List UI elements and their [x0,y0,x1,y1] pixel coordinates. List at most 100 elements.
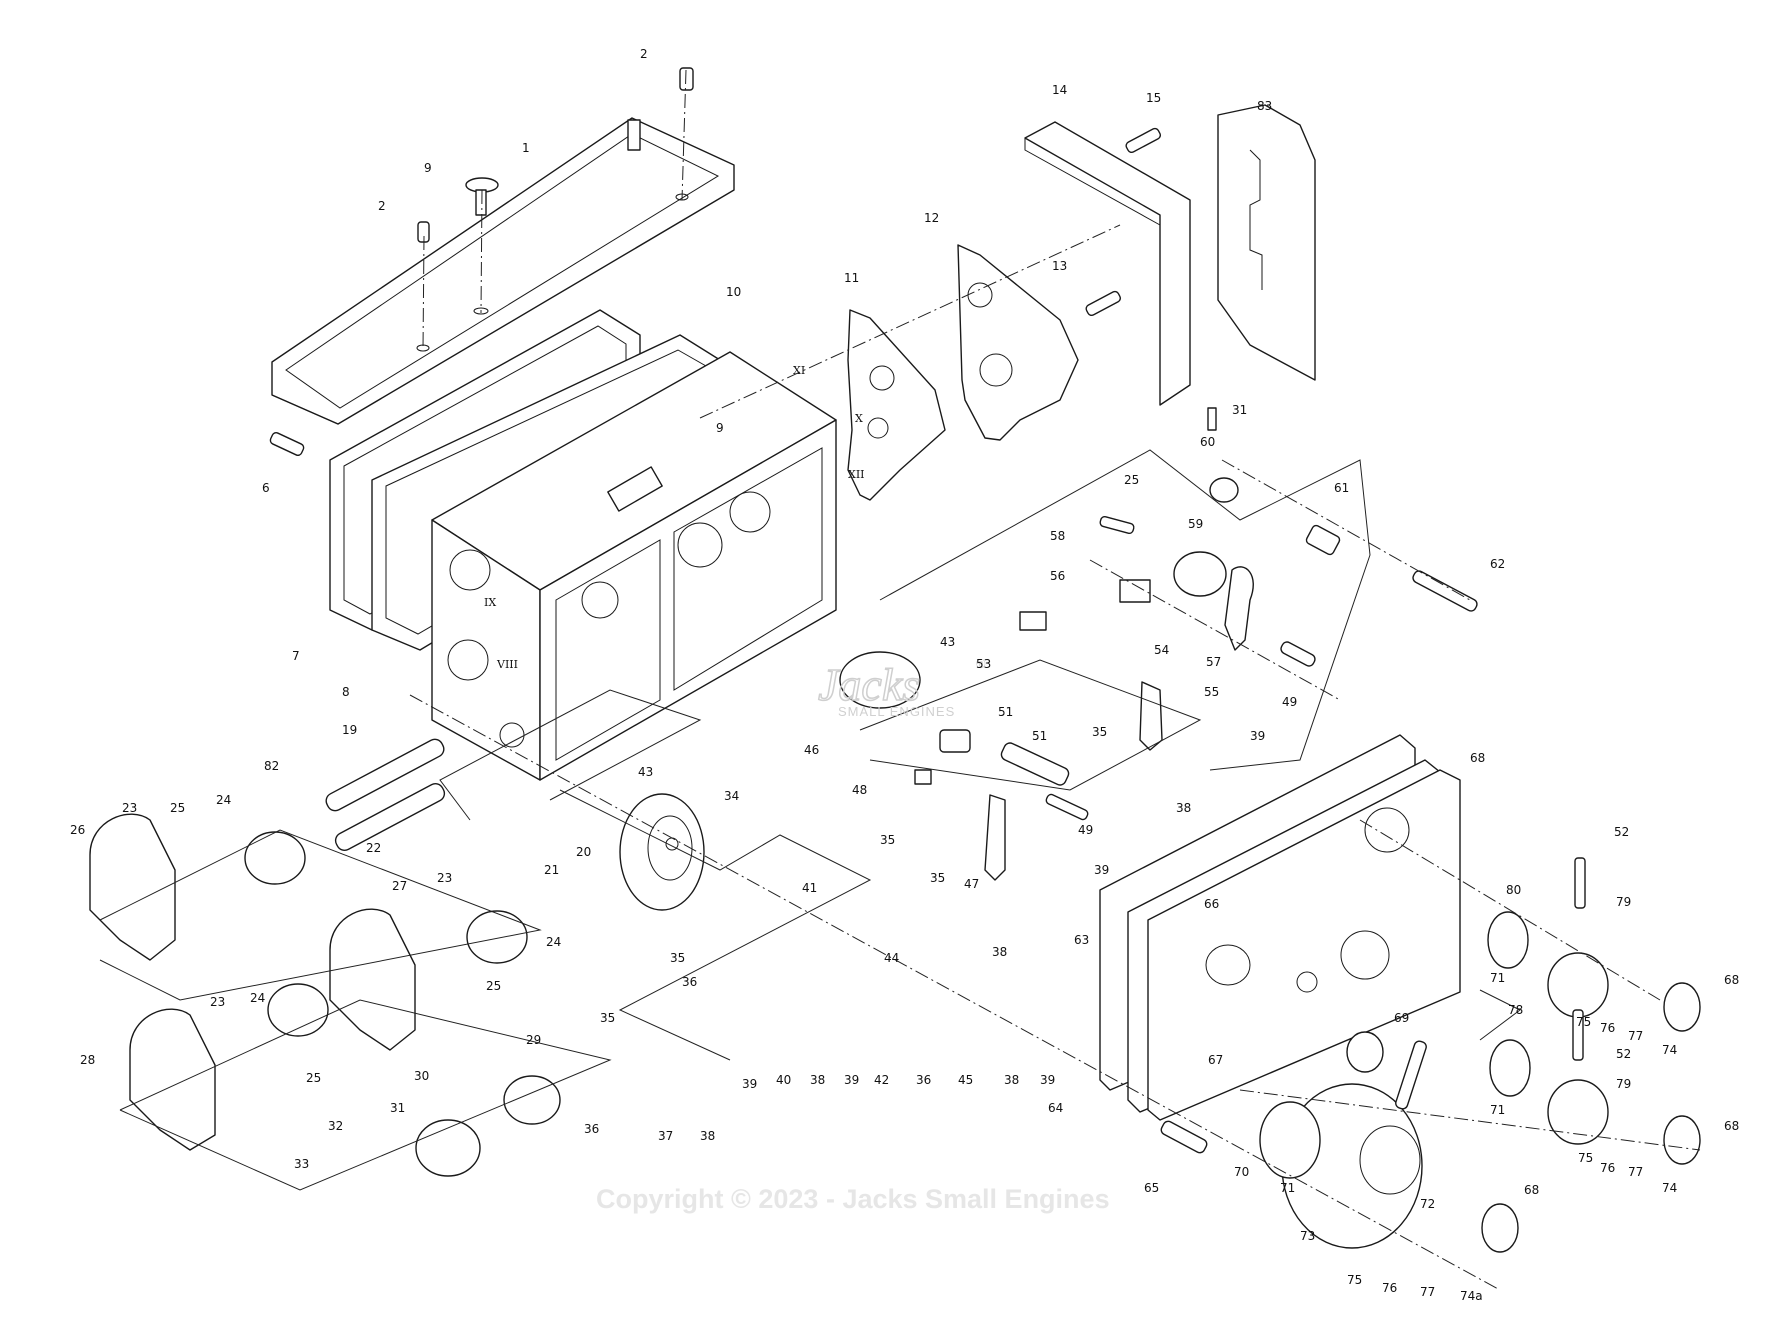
part-label: 46 [804,743,819,757]
part-label: 63 [1074,933,1089,947]
part-label: 24 [216,793,231,807]
part-label: 24 [546,935,561,949]
part-label: 25 [306,1071,321,1085]
part-label: 2 [378,199,386,213]
part-label: 8 [342,685,350,699]
part-label: 35 [930,871,945,885]
part-label: 75 [1578,1151,1593,1165]
parts-drawing [89,67,1701,1253]
part-label: 11 [844,271,859,285]
part-label: 73 [1300,1229,1315,1243]
part-label: 52 [1614,825,1629,839]
part-label: 45 [958,1073,973,1087]
part-label: 25 [1124,473,1139,487]
part-label: 66 [1204,897,1219,911]
part-label: 47 [964,877,979,891]
part-label: 39 [844,1073,859,1087]
part-label: 67 [1208,1053,1223,1067]
part-label: 78 [1508,1003,1523,1017]
part-label: 60 [1200,435,1215,449]
part-65-screw [1160,1120,1208,1154]
part-label: 69 [1394,1011,1409,1025]
part-label: 25 [486,979,501,993]
shift-forks [89,813,416,1151]
watermark-logo-sub: SMALL ENGINES [838,704,955,719]
part-label: 44 [884,951,899,965]
part-label: 79 [1616,895,1631,909]
part-label: 42 [874,1073,889,1087]
part-label: 1 [522,141,530,155]
part-label: 9 [716,421,724,435]
part-label: 72 [1420,1197,1435,1211]
part-label: 75 [1576,1015,1591,1029]
part-label: 59 [1188,517,1203,531]
part-label: 35 [880,833,895,847]
part-label: 54 [1154,643,1169,657]
part-label: 12 [924,211,939,225]
part-11-12-plates [847,244,1079,501]
part-34-handwheel [619,793,705,911]
part-73-handwheel [1259,1040,1427,1249]
roman-mark-xii: XII [848,468,865,481]
part-label: 35 [600,1011,615,1025]
part-label: 38 [810,1073,825,1087]
watermark-logo: Jacks [818,659,920,710]
pulleys-79 [1481,857,1701,1253]
boundary-lines [99,449,1521,1191]
roman-mark-x: X [855,412,863,425]
part-label: 10 [726,285,741,299]
gear-train-upper [1099,407,1478,667]
part-10-gearbox-housing [431,351,837,781]
part-label: 31 [1232,403,1247,417]
part-label: 27 [392,879,407,893]
part-label: 57 [1206,655,1221,669]
part-label: 49 [1078,823,1093,837]
part-label: 9 [424,161,432,175]
part-label: 38 [1004,1073,1019,1087]
collars-24 [244,831,561,1177]
part-label: 28 [80,1053,95,1067]
part-label: 82 [264,759,279,773]
part-label: 77 [1420,1285,1435,1299]
part-label: 68 [1524,1183,1539,1197]
roman-marks: XI X XII IX VIII [484,364,865,671]
part-label: 14 [1052,83,1067,97]
part-69-bushing [1346,1031,1384,1073]
shafts-19-22 [325,738,446,851]
part-label: 62 [1490,557,1505,571]
center-lines [409,69,1701,1291]
part-label: 55 [1204,685,1219,699]
linkage-middle [839,611,1163,881]
part-label: 71 [1280,1181,1295,1195]
part-label: 34 [724,789,739,803]
part-label: 76 [1600,1161,1615,1175]
part-label: 83 [1257,99,1272,113]
part-label: 35 [1092,725,1107,739]
part-label: 76 [1382,1281,1397,1295]
part-label: 79 [1616,1077,1631,1091]
part-label: 30 [414,1069,429,1083]
part-6-screw [269,431,305,457]
part-label: 33 [294,1157,309,1171]
part-label: 25 [170,801,185,815]
watermark-copyright: Copyright © 2023 - Jacks Small Engines [596,1184,1110,1214]
part-label: 39 [1094,863,1109,877]
part-label: 68 [1724,973,1739,987]
part-label: 77 [1628,1029,1643,1043]
part-label: 26 [70,823,85,837]
part-labels: 2 1 9 2 10 6 7 8 9 14 15 83 12 13 11 31 … [70,47,1739,1303]
part-label: 53 [976,657,991,671]
part-label: 35 [670,951,685,965]
part-label: 39 [1040,1073,1055,1087]
part-label: 74 [1662,1043,1677,1057]
part-label: 39 [1250,729,1265,743]
part-1-top-cover [271,117,735,425]
part-label: 49 [1282,695,1297,709]
roman-mark-ix: IX [484,596,496,609]
part-label: 61 [1334,481,1349,495]
roman-mark-viii: VIII [496,658,518,671]
part-label: 71 [1490,971,1505,985]
part-14-bracket [1024,121,1191,406]
part-label: 74 [1662,1181,1677,1195]
part-label: 36 [916,1073,931,1087]
